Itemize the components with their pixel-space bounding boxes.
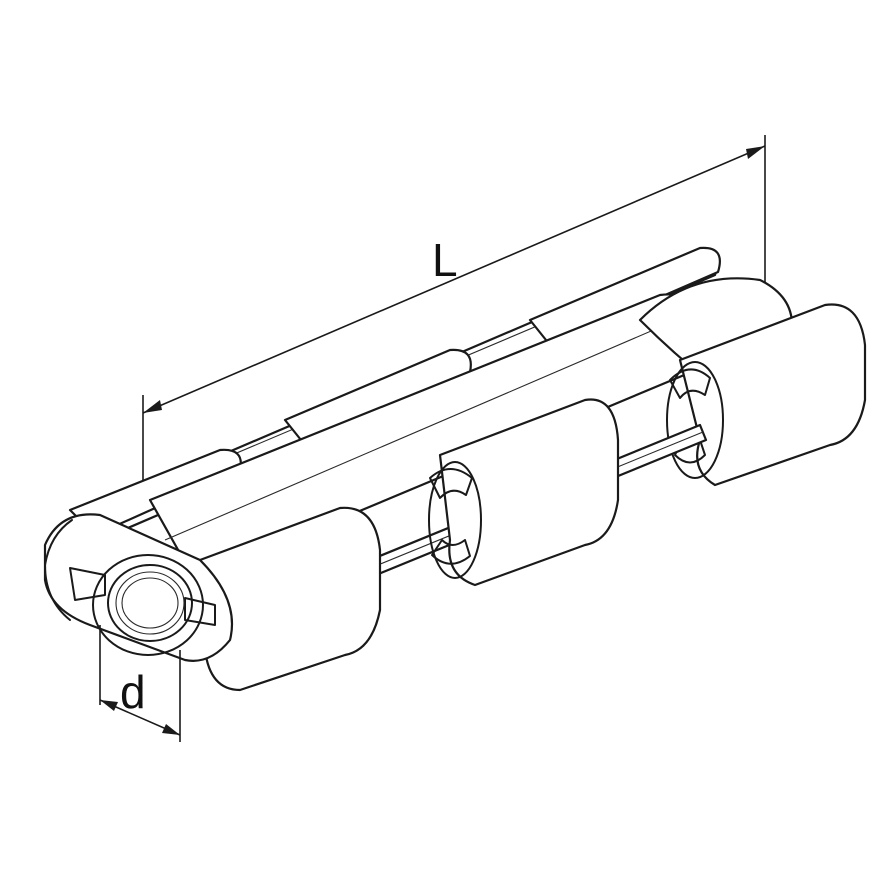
length-arrow-right xyxy=(746,146,765,159)
length-label: L xyxy=(432,234,458,286)
left-end-cap xyxy=(43,513,234,662)
length-arrow-left xyxy=(143,400,162,413)
diameter-dimension: d xyxy=(99,625,181,742)
diameter-arrow-right xyxy=(162,724,180,735)
length-dimension-line xyxy=(142,145,766,414)
front-left-roller xyxy=(198,506,382,692)
diameter-arrow-left xyxy=(100,700,118,711)
back-right-roller xyxy=(528,246,721,347)
length-dimension: L xyxy=(142,135,766,520)
diameter-label: d xyxy=(120,666,146,718)
middle-roller xyxy=(428,398,620,587)
